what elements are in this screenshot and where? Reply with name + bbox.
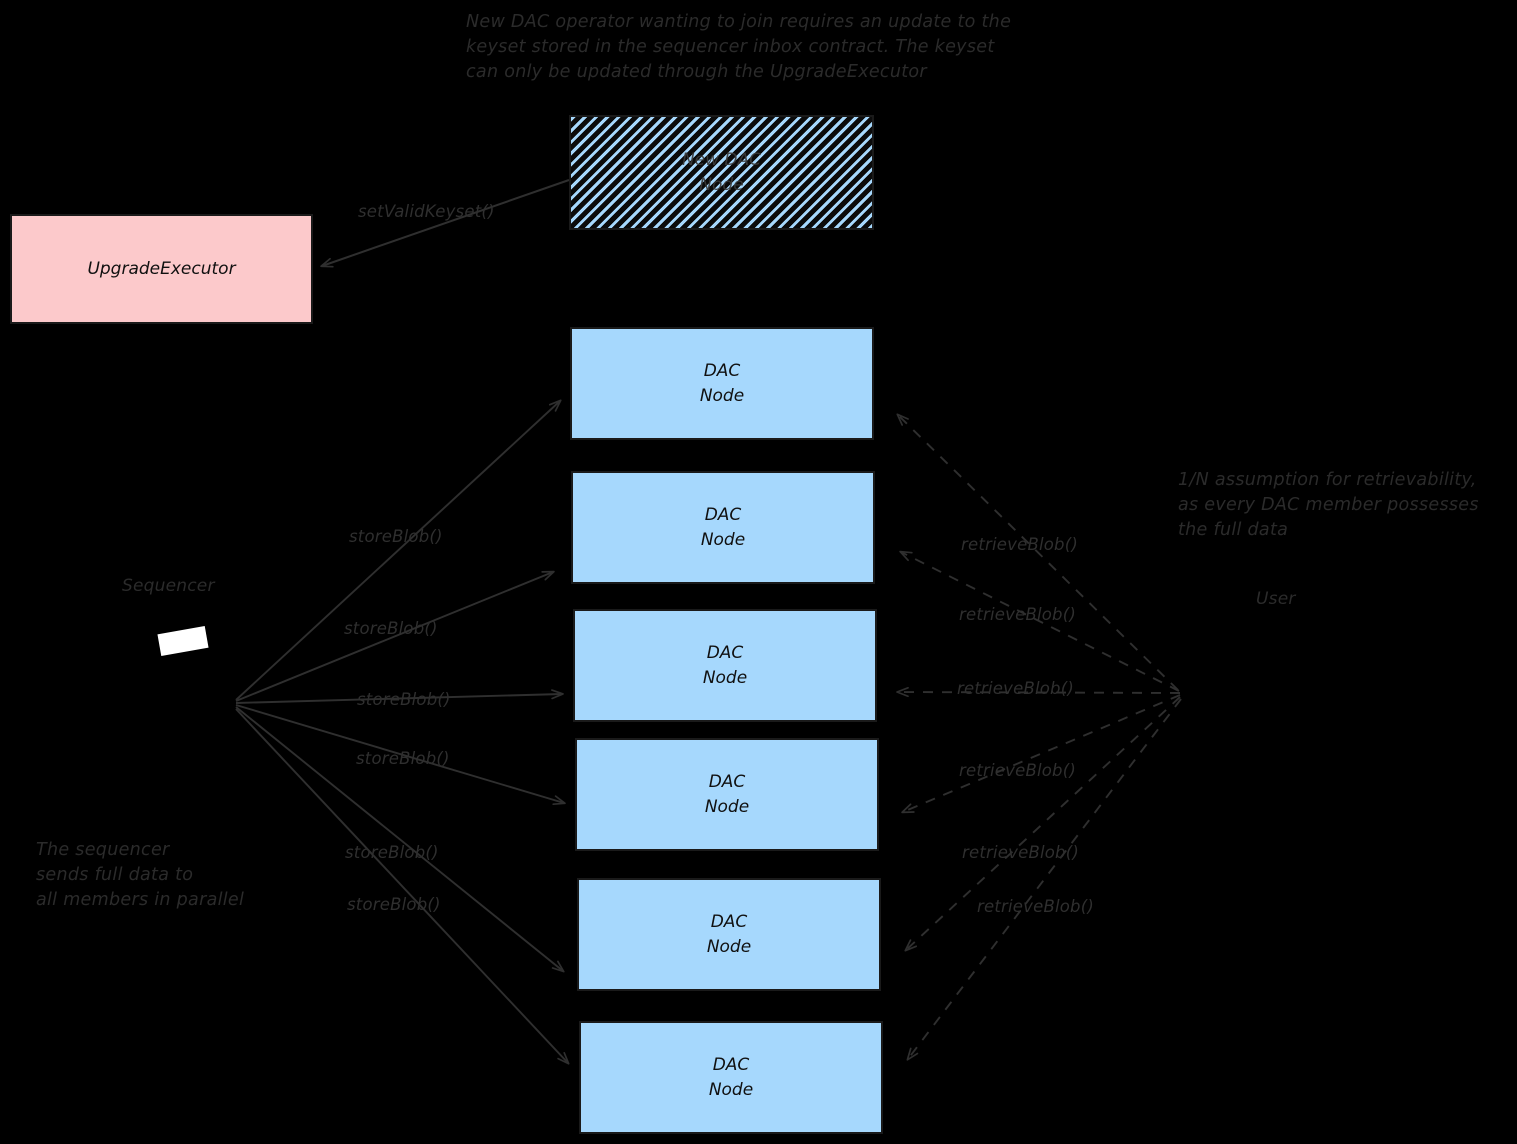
edge-label-store-blob-5: storeBlob() xyxy=(345,843,439,862)
note-right: 1/N assumption for retrievability, as ev… xyxy=(1178,470,1479,540)
user-label: User xyxy=(1256,589,1296,609)
note-top: New DAC operator wanting to join require… xyxy=(466,12,1012,82)
dac-node-label-4: DAC Node xyxy=(704,771,750,817)
dac-node-label-6: DAC Node xyxy=(708,1054,754,1100)
dac-node-box-3[interactable]: DAC Node xyxy=(573,609,877,722)
dac-node-label-1: DAC Node xyxy=(699,360,745,406)
note-bottom-left: The sequencer sends full data to all mem… xyxy=(36,840,245,910)
edge-label-store-blob-4: storeBlob() xyxy=(356,749,450,768)
edge-label-set-valid-keyset: setValidKeyset() xyxy=(358,202,495,221)
dac-node-label-3: DAC Node xyxy=(702,642,748,688)
dac-node-box-1[interactable]: DAC Node xyxy=(570,327,874,440)
edge-store-blob-1 xyxy=(235,399,562,701)
new-dac-node-box[interactable]: New DAC Node xyxy=(569,115,874,230)
edge-label-retrieve-blob-3: retrieveBlob() xyxy=(957,679,1074,698)
edge-store-blob-group xyxy=(235,399,570,1065)
edge-label-retrieve-blob-2: retrieveBlob() xyxy=(959,605,1076,624)
edge-label-store-blob-2: storeBlob() xyxy=(344,619,438,638)
dac-node-label-5: DAC Node xyxy=(706,911,752,957)
upgrade-executor-box[interactable]: UpgradeExecutor xyxy=(10,214,313,324)
edge-label-retrieve-blob-1: retrieveBlob() xyxy=(961,535,1078,554)
edge-label-retrieve-blob-5: retrieveBlob() xyxy=(962,843,1079,862)
dac-node-label-2: DAC Node xyxy=(700,504,746,550)
edge-label-retrieve-blob-6: retrieveBlob() xyxy=(977,897,1094,916)
new-dac-node-label: New DAC Node xyxy=(681,149,762,195)
sequencer-label: Sequencer xyxy=(122,576,215,596)
dac-node-box-5[interactable]: DAC Node xyxy=(577,878,881,991)
edge-retrieve-blob-4 xyxy=(901,694,1181,814)
sequencer-icon xyxy=(157,625,209,657)
edge-label-retrieve-blob-4: retrieveBlob() xyxy=(959,761,1076,780)
edge-retrieve-blob-6 xyxy=(906,698,1182,1061)
dac-node-box-4[interactable]: DAC Node xyxy=(575,738,879,851)
edge-label-store-blob-3: storeBlob() xyxy=(357,690,451,709)
edge-retrieve-blob-group xyxy=(896,413,1182,1061)
dac-node-box-2[interactable]: DAC Node xyxy=(571,471,875,584)
upgrade-executor-label: UpgradeExecutor xyxy=(87,258,236,279)
edge-label-store-blob-6: storeBlob() xyxy=(347,895,441,914)
edge-set-valid-keyset xyxy=(320,179,570,268)
dac-node-box-6[interactable]: DAC Node xyxy=(579,1021,883,1134)
edge-label-store-blob-1: storeBlob() xyxy=(349,527,443,546)
